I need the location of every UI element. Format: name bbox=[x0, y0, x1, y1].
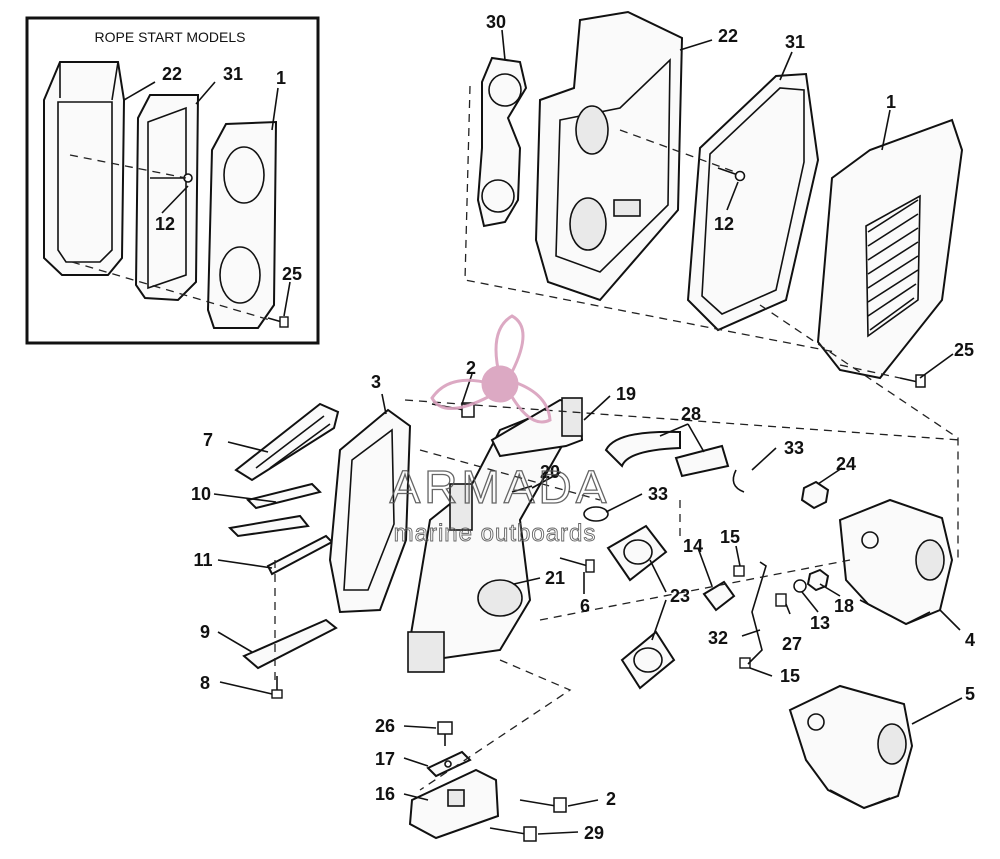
callout-24: 24 bbox=[836, 454, 856, 474]
inset-callout-22: 22 bbox=[162, 64, 182, 84]
callout-9: 9 bbox=[200, 622, 210, 642]
callout-19: 19 bbox=[616, 384, 636, 404]
bolt-29 bbox=[489, 826, 537, 842]
propeller-logo-icon bbox=[430, 314, 552, 424]
reed-petals-10 bbox=[227, 482, 322, 538]
callout-15-lower: 15 bbox=[780, 666, 800, 686]
callout-22: 22 bbox=[718, 26, 738, 46]
callout-5: 5 bbox=[965, 684, 975, 704]
gasket-31 bbox=[686, 72, 820, 332]
callout-15-upper: 15 bbox=[720, 527, 740, 547]
housing-22 bbox=[534, 10, 684, 302]
clip-33-upper bbox=[732, 469, 745, 493]
watermark-tagline: marine outboards bbox=[394, 520, 597, 547]
callout-17: 17 bbox=[375, 749, 395, 769]
callout-25: 25 bbox=[954, 340, 974, 360]
callout-labels: 30 22 31 1 12 25 3 2 19 28 33 24 7 20 33… bbox=[191, 12, 975, 843]
callout-7: 7 bbox=[203, 430, 213, 450]
callout-14: 14 bbox=[683, 536, 703, 556]
callout-13: 13 bbox=[810, 613, 830, 633]
screw-27 bbox=[775, 593, 787, 607]
callout-8: 8 bbox=[200, 673, 210, 693]
inset-screw-25 bbox=[267, 316, 289, 328]
inset-housing-22 bbox=[43, 61, 126, 276]
callout-16: 16 bbox=[375, 784, 395, 804]
reed-stop-11 bbox=[266, 534, 334, 576]
inset-gasket-31 bbox=[134, 94, 200, 302]
carburetor-4 bbox=[838, 498, 954, 626]
nut-24 bbox=[800, 480, 830, 510]
screw-25 bbox=[899, 374, 926, 388]
bracket-16 bbox=[408, 768, 500, 840]
bolt-2-lower bbox=[519, 797, 567, 813]
inset-callout-1: 1 bbox=[276, 68, 286, 88]
callout-2-upper: 2 bbox=[466, 358, 476, 378]
callout-3: 3 bbox=[371, 372, 381, 392]
leader-lines bbox=[213, 29, 963, 835]
carburetor-5 bbox=[788, 684, 914, 810]
callout-11: 11 bbox=[193, 550, 212, 570]
callout-33-lower: 33 bbox=[648, 484, 668, 504]
callout-32: 32 bbox=[708, 628, 728, 648]
gasket-3 bbox=[328, 408, 412, 614]
inset-cover-1 bbox=[206, 120, 278, 329]
screw-26 bbox=[437, 721, 453, 746]
callout-6: 6 bbox=[580, 596, 590, 616]
callout-4: 4 bbox=[965, 630, 975, 650]
inset-title: ROPE START MODELS bbox=[95, 29, 246, 45]
rope-start-inset: ROPE START MODELS bbox=[25, 16, 320, 345]
inset-callout-12: 12 bbox=[155, 214, 175, 234]
clip-33-lower bbox=[583, 506, 609, 522]
callout-28: 28 bbox=[681, 404, 701, 424]
callout-10: 10 bbox=[191, 484, 211, 504]
inset-callout-31: 31 bbox=[223, 64, 243, 84]
screw-12 bbox=[717, 167, 746, 182]
callout-29: 29 bbox=[584, 823, 604, 843]
watermark-brand: ARMADA bbox=[390, 461, 611, 513]
stud-20 bbox=[511, 485, 533, 493]
gasket-23 bbox=[606, 524, 676, 690]
plate-17 bbox=[426, 750, 472, 778]
callout-20: 20 bbox=[540, 462, 560, 482]
callout-21: 21 bbox=[545, 568, 565, 588]
hose-28 bbox=[604, 430, 730, 478]
lever-19 bbox=[490, 397, 584, 458]
callout-30: 30 bbox=[486, 12, 506, 32]
screw-6 bbox=[559, 557, 595, 573]
reed-plate-7 bbox=[234, 402, 340, 482]
cover-1-louvers bbox=[865, 194, 921, 338]
gasket-30 bbox=[476, 56, 528, 228]
callout-23: 23 bbox=[670, 586, 690, 606]
screw-15-upper bbox=[733, 565, 745, 577]
intake-manifold-21 bbox=[407, 404, 582, 673]
cover-1 bbox=[816, 118, 964, 380]
watermark: ARMADA marine outboards bbox=[389, 314, 611, 547]
plate-9 bbox=[242, 618, 338, 670]
bracket-14 bbox=[702, 580, 736, 612]
callout-26: 26 bbox=[375, 716, 395, 736]
callout-31: 31 bbox=[785, 32, 805, 52]
callout-33-upper: 33 bbox=[784, 438, 804, 458]
callout-18: 18 bbox=[834, 596, 854, 616]
link-rod-32 bbox=[747, 561, 767, 665]
washer-13 bbox=[793, 579, 807, 593]
callout-12: 12 bbox=[714, 214, 734, 234]
screw-8 bbox=[271, 676, 283, 699]
inset-callout-25: 25 bbox=[282, 264, 302, 284]
callout-2-lower: 2 bbox=[606, 789, 616, 809]
callout-27: 27 bbox=[782, 634, 802, 654]
callout-1: 1 bbox=[886, 92, 896, 112]
